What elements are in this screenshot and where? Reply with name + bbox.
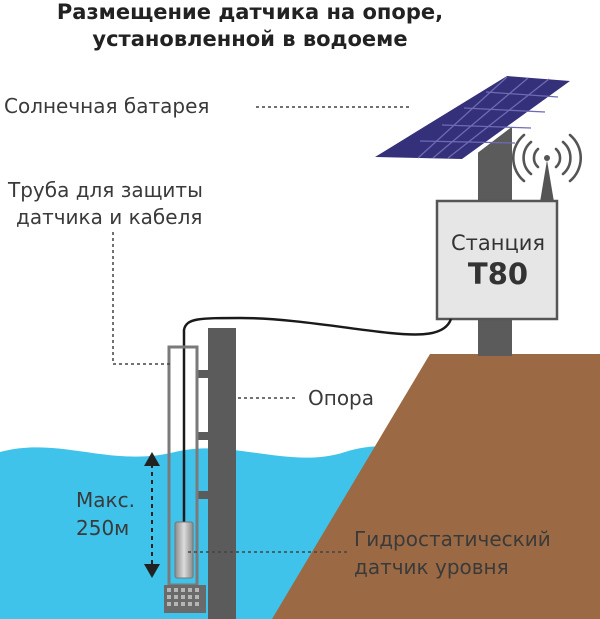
max-depth-arrow	[144, 452, 160, 578]
max-depth-label-line1: Макс.	[76, 488, 135, 512]
sensor-label-line2: датчик уровня	[354, 555, 509, 579]
pole	[196, 328, 236, 619]
hydrostatic-sensor	[174, 521, 194, 579]
weight-basket	[164, 585, 206, 613]
pipe-label-line1: Труба для защиты	[8, 178, 203, 202]
sensor-label-line1: Гидростатический	[354, 527, 551, 551]
ground-bank	[272, 354, 600, 619]
station-label: Станция	[450, 231, 546, 255]
cable	[182, 316, 453, 522]
station-model: T80	[467, 257, 529, 291]
antenna-icon	[511, 133, 583, 202]
diagram-title-line1: Размещение датчика на опоре,	[56, 0, 444, 24]
leader-lines	[112, 106, 412, 553]
diagram-title-line2: установленной в водоеме	[92, 27, 408, 51]
pole-label: Опора	[308, 386, 375, 410]
solar-panel-label: Солнечная батарея	[4, 94, 210, 118]
solar-panel	[366, 72, 576, 164]
station-box	[435, 199, 559, 321]
max-depth-label-line2: 250м	[76, 516, 130, 540]
pipe-label-line2: датчика и кабеля	[16, 205, 203, 229]
